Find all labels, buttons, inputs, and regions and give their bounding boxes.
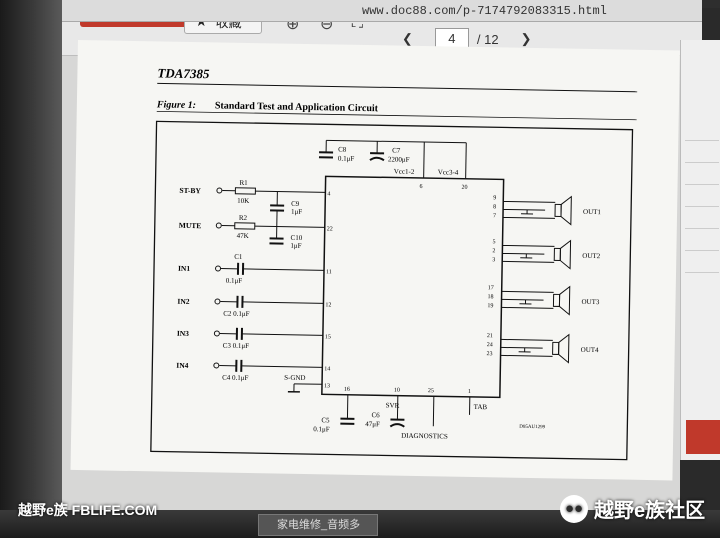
input-2-row: IN2 C2 0.1μF 12	[177, 295, 331, 318]
pin-9: 9	[493, 195, 496, 201]
watermark-right: ●● 越野e族社区	[560, 494, 705, 523]
pin-3: 3	[492, 257, 495, 263]
out2-label: OUT2	[582, 252, 601, 260]
part-number: TDA7385	[157, 65, 210, 81]
c4-label: C4 0.1μF	[222, 374, 249, 382]
r2-label: R2	[239, 214, 248, 222]
out3-label: OUT3	[581, 298, 600, 306]
c7-value: 2200μF	[388, 155, 410, 163]
c7-label: C7	[392, 146, 401, 154]
c10-value: 1μF	[290, 242, 301, 250]
in2-label: IN2	[177, 297, 189, 306]
diagnostics-label: DIAGNOSTICS	[401, 432, 448, 441]
output-3: 17 18 19 OUT3	[487, 285, 600, 316]
r2-value: 47K	[237, 232, 249, 240]
pin-11: 11	[326, 269, 332, 275]
pin-16: 16	[344, 387, 350, 393]
pin-8: 8	[493, 204, 496, 210]
pin-20: 20	[461, 185, 467, 191]
next-page-icon[interactable]: ❯	[520, 31, 532, 46]
c8-value: 0.1μF	[338, 155, 355, 163]
pin-1: 1	[468, 389, 471, 395]
pin-10: 10	[394, 388, 400, 394]
pin-23: 23	[487, 351, 493, 357]
out1-label: OUT1	[583, 208, 602, 216]
in1-label: IN1	[178, 264, 190, 273]
browser-address-bar: www.doc88.com/p-7174792083315.html	[62, 0, 702, 22]
c1-label: C1	[234, 253, 243, 261]
circuit-page-svg: TDA7385 Figure 1: Standard Test and Appl…	[150, 65, 638, 461]
pin-5: 5	[492, 239, 495, 245]
in4-label: IN4	[176, 361, 188, 370]
svr-label: SVR	[386, 401, 400, 409]
tab-label: TAB	[474, 403, 488, 411]
c3-label: C3 0.1μF	[223, 342, 250, 350]
pin-24: 24	[487, 342, 493, 348]
r1-label: R1	[239, 179, 248, 187]
pin-22: 22	[327, 226, 333, 232]
fullscreen-icon[interactable]: ⛶	[352, 14, 364, 31]
pin-13: 13	[324, 383, 330, 389]
pin-17: 17	[488, 285, 494, 291]
c8-label: C8	[338, 146, 347, 154]
pin-21: 21	[487, 333, 493, 339]
vcc12-label: Vcc1-2	[394, 168, 415, 176]
monitor-bezel-left	[0, 0, 62, 538]
prev-page-icon[interactable]: ❮	[402, 31, 413, 46]
c10-label: C10	[291, 234, 303, 242]
document-page: TDA7385 Figure 1: Standard Test and Appl…	[70, 40, 680, 481]
pin-2: 2	[492, 248, 495, 254]
c1-value: 0.1μF	[226, 277, 243, 285]
c6-value: 47μF	[365, 420, 380, 428]
taskbar-item[interactable]: 家电维修_音频多	[258, 514, 378, 536]
out4-label: OUT4	[581, 346, 600, 354]
right-sidebar	[680, 40, 720, 460]
pin-6: 6	[419, 184, 422, 190]
drawing-code: D95AU1299	[519, 425, 545, 430]
output-2: 5 2 3 OUT2	[492, 239, 601, 270]
pin-25: 25	[428, 388, 434, 394]
c5-value: 0.1μF	[313, 425, 330, 433]
pin-18: 18	[488, 294, 494, 300]
address-url[interactable]: www.doc88.com/p-7174792083315.html	[362, 4, 607, 18]
input-3-row: IN3 C3 0.1μF 15	[177, 327, 331, 350]
input-4-row: IN4 C4 0.1μF 14	[176, 359, 330, 382]
vcc34-label: Vcc3-4	[438, 168, 459, 176]
pin-7: 7	[493, 213, 496, 219]
sgnd-label: S-GND	[284, 374, 306, 382]
c6-label: C6	[371, 411, 380, 419]
c2-label: C2 0.1μF	[223, 310, 250, 318]
stby-label: ST-BY	[179, 186, 201, 195]
r1-value: 10K	[237, 197, 249, 205]
figure-frame	[150, 120, 634, 461]
c5-label: C5	[321, 416, 330, 424]
figure-title: Standard Test and Application Circuit	[215, 100, 379, 114]
in3-label: IN3	[177, 329, 189, 338]
c9-value: 1μF	[291, 208, 302, 216]
pin-12: 12	[325, 302, 331, 308]
pin-14: 14	[324, 366, 330, 372]
sidebar-ad-block[interactable]	[686, 420, 720, 454]
mute-label: MUTE	[179, 221, 202, 230]
pin-4: 4	[327, 191, 330, 197]
input-1-row: IN1 C1 0.1μF 11	[178, 253, 332, 285]
output-4: 21 24 23 OUT4	[487, 333, 600, 364]
ic-block	[321, 175, 505, 399]
c9-label: C9	[291, 200, 300, 208]
pin-19: 19	[487, 303, 493, 309]
page-total: / 12	[476, 31, 499, 47]
watermark-left: 越野e族 FBLIFE.COM	[18, 502, 158, 518]
figure-label: Figure 1:	[156, 99, 196, 111]
pin-15: 15	[325, 334, 331, 340]
output-1: 9 8 7 OUT1	[493, 195, 602, 226]
wechat-icon: ●●	[560, 494, 588, 523]
